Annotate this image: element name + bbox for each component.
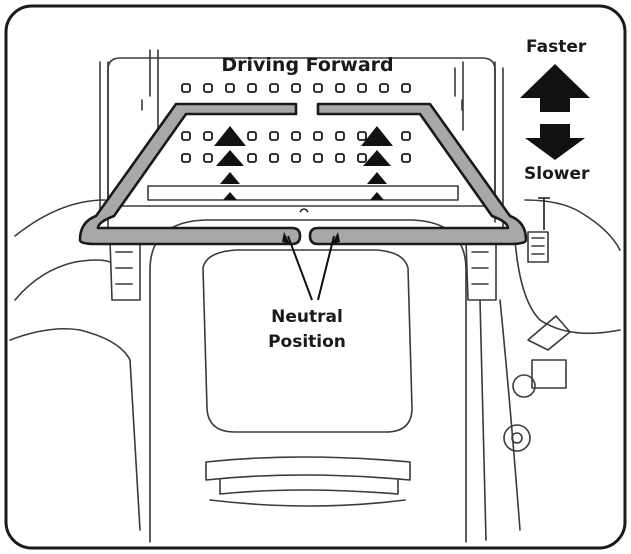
right-arrow-large	[361, 126, 393, 146]
console-hole	[313, 83, 323, 93]
driving-forward-label: Driving Forward	[221, 54, 394, 76]
console-hole-grid	[181, 83, 411, 163]
choke-lever	[527, 315, 571, 351]
left-arrow-small	[220, 172, 240, 184]
slower-label: Slower	[524, 164, 590, 184]
right-arrow-medium	[363, 150, 391, 166]
console-hole	[269, 153, 279, 163]
right-motion-lever	[308, 102, 528, 246]
left-motion-lever	[78, 102, 302, 246]
console-hole	[247, 131, 257, 141]
right-frame-post	[454, 61, 504, 231]
right-arrow-tiny	[370, 192, 384, 200]
console-hole	[401, 153, 411, 163]
left-body-contour	[9, 199, 141, 531]
console-hole	[335, 131, 345, 141]
right-hinge	[465, 239, 497, 301]
console-hole	[335, 153, 345, 163]
left-arrow-tiny	[223, 192, 237, 200]
speed-indicator	[520, 64, 590, 160]
console-hole	[379, 83, 389, 93]
console-hole	[291, 83, 301, 93]
slower-arrow-icon	[525, 124, 585, 160]
forward-arrows	[214, 126, 393, 200]
console-hole	[269, 83, 279, 93]
console-hole	[203, 153, 213, 163]
console-panel	[107, 57, 496, 207]
console-hole	[181, 131, 191, 141]
neutral-label-line2: Position	[268, 332, 346, 352]
pto-knob	[512, 374, 536, 398]
console-hole	[225, 83, 235, 93]
left-arrow-medium	[216, 150, 244, 166]
console-hole	[357, 83, 367, 93]
throttle-knob	[527, 231, 549, 263]
console-hole	[313, 153, 323, 163]
right-arrow-small	[367, 172, 387, 184]
left-arrow-large	[214, 126, 246, 146]
neutral-pointers	[287, 235, 335, 301]
console-hole	[181, 153, 191, 163]
seat-front	[205, 456, 411, 495]
console-hole	[291, 153, 301, 163]
neutral-position-label: Neutral Position	[252, 305, 362, 355]
console-hole	[203, 83, 213, 93]
hour-meter	[503, 424, 531, 452]
console-hole	[291, 131, 301, 141]
motion-levers	[78, 102, 528, 246]
faster-label: Faster	[526, 37, 587, 57]
seat-back	[202, 249, 413, 433]
right-body-contour	[479, 199, 621, 541]
console-hole	[203, 131, 213, 141]
console-hole	[335, 83, 345, 93]
console-hole	[181, 83, 191, 93]
console-hole	[247, 153, 257, 163]
console-hole	[401, 83, 411, 93]
console-hole	[313, 131, 323, 141]
left-hinge	[109, 239, 141, 301]
console-hole	[357, 131, 367, 141]
console-hole	[269, 131, 279, 141]
seat	[149, 219, 467, 543]
faster-arrow-icon	[520, 64, 590, 112]
console-hole	[357, 153, 367, 163]
neutral-label-line1: Neutral	[271, 307, 343, 327]
console-hole	[401, 131, 411, 141]
console-hole	[247, 83, 257, 93]
